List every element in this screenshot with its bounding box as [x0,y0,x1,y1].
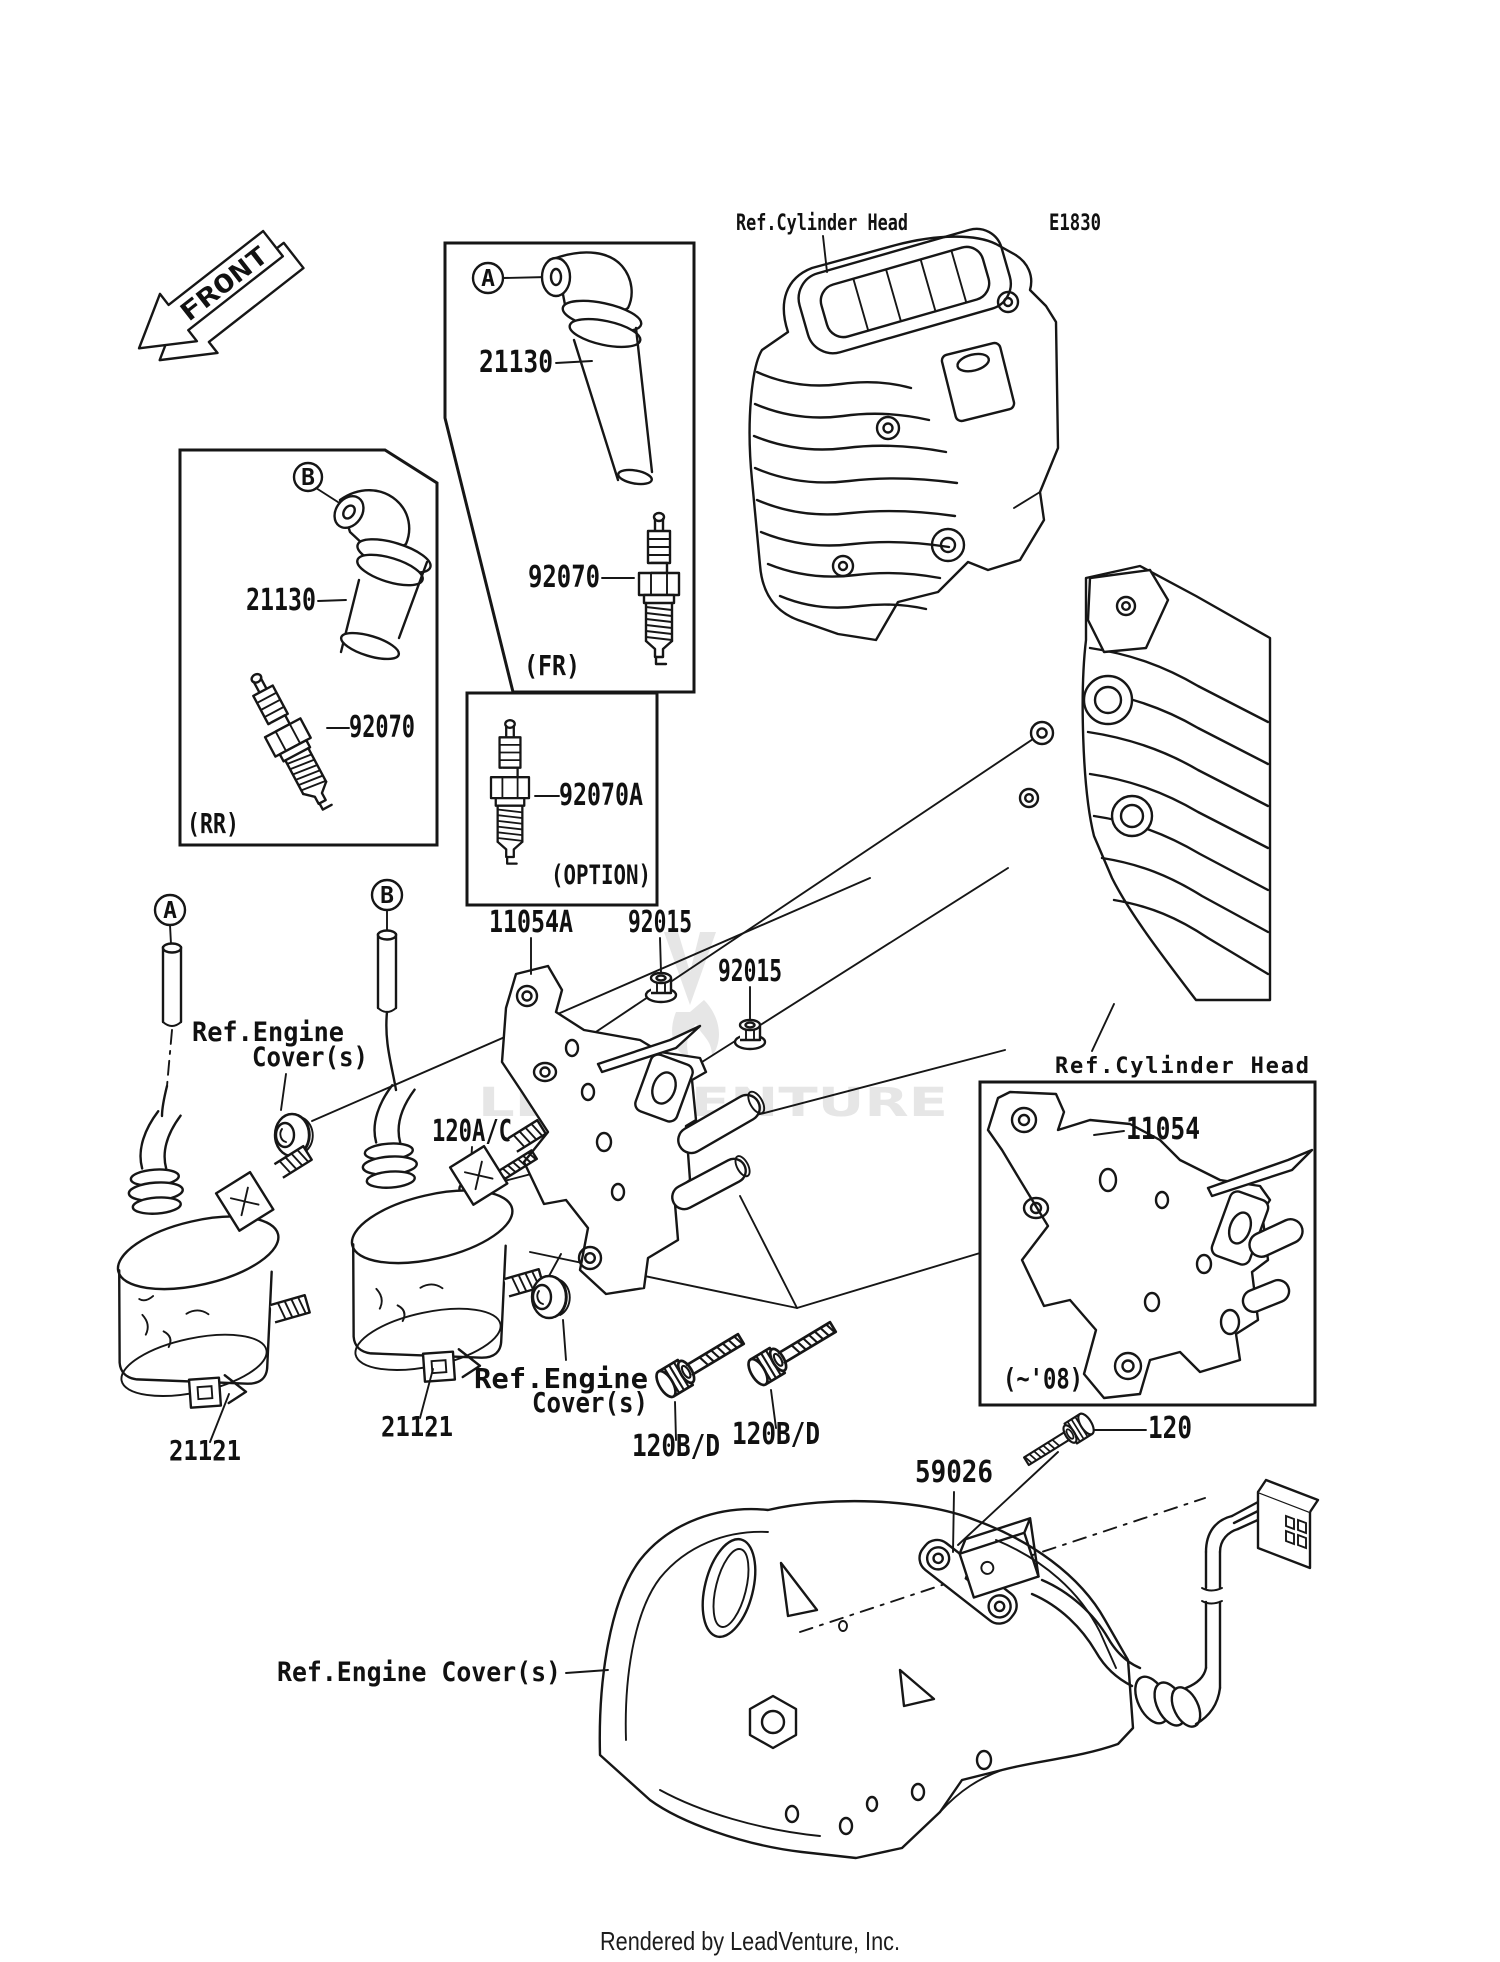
spark-plug-cap-fr-drawing [540,251,654,486]
bracket-11054-drawing [986,1090,1314,1400]
spark-plug-cap-rr-drawing [333,489,432,661]
part-label-cap-fr[interactable]: 21130 [479,345,553,380]
spark-plug-fr-drawing [637,511,681,666]
part-label-bracket[interactable]: 11054A [489,905,573,940]
ignition-coil-2-drawing [350,1084,547,1383]
part-label-bolt-120[interactable]: 120 [1148,1411,1192,1446]
front-direction-arrow: FRONT [137,229,305,362]
ref-label-engine-cover-left-1: Ref.Engine [192,1017,344,1048]
part-label-plug-fr[interactable]: 92070 [528,560,600,595]
nut-1-drawing [644,971,678,1004]
fr-view-box: A 21130 92070 (FR) [443,241,696,694]
early-model-box: 11054 (~'08) [978,1080,1317,1407]
callout-a-label: A [481,266,495,292]
ignition-coil-1-drawing [116,1110,313,1409]
ref-label-engine-cover-left-2: Cover(s) [252,1042,368,1073]
spark-plug-option-drawing [489,719,531,865]
part-label-bracket-early[interactable]: 11054 [1126,1112,1200,1147]
part-label-pickup-coil[interactable]: 59026 [915,1455,993,1490]
pickup-coil-drawing [918,1478,1320,1728]
callout-a2-label: A [163,898,177,924]
coil-bracket-drawing [500,964,766,1296]
part-label-cap-rr[interactable]: 21130 [246,583,316,618]
ref-label-cylinder-head-top: Ref.Cylinder Head [736,211,908,236]
part-label-coil-2[interactable]: 21121 [381,1410,453,1443]
grommet-mid-drawing [530,1274,571,1320]
cylinder-head-front-drawing [748,227,1060,642]
watermark-flame-icon [664,932,719,1060]
ref-label-cylinder-head-rear: Ref.Cylinder Head [1055,1054,1309,1079]
rr-view-tag: (RR) [187,807,239,840]
part-label-nut-1[interactable]: 92015 [628,905,692,940]
callout-b-label: B [301,465,315,491]
part-label-bolt-120ac[interactable]: 120A/C [432,1114,512,1149]
fr-view-tag: (FR) [524,649,580,682]
bolt-120bd-2-drawing [743,1313,842,1390]
callout-b2-label: B [380,883,394,909]
option-view-tag: (OPTION) [551,860,651,891]
leader-cylinder-head-top [822,235,828,273]
ref-label-engine-cover-mid-1: Ref.Engine [474,1362,648,1395]
option-view-box: 92070A (OPTION) [465,691,659,907]
diagram-code: E1830 [1049,211,1101,236]
ref-label-engine-cover-mid-2: Cover(s) [532,1386,648,1419]
part-label-nut-2[interactable]: 92015 [718,954,782,989]
callout-b-assembly: B [370,878,404,1092]
bracket-pointer-blade [596,1024,702,1074]
footer-credit: Rendered by LeadVenture, Inc. [600,1926,900,1956]
early-model-tag: (~'08) [1003,1362,1083,1395]
part-label-coil-1[interactable]: 21121 [169,1434,241,1467]
rr-view-box: B 21130 92070 (RR) [178,448,439,847]
grommet-left-drawing [273,1112,314,1158]
bolt-120-drawing [1019,1410,1098,1473]
callout-a-assembly: A [153,893,187,1118]
cylinder-head-rear-drawing [1018,564,1272,1002]
nut-2-drawing [733,1018,767,1051]
part-label-plug-rr[interactable]: 92070 [349,710,415,745]
spark-plug-rr-drawing [235,664,345,819]
bolt-120bd-1-drawing [651,1325,750,1402]
ref-label-engine-cover-bottom: Ref.Engine Cover(s) [277,1657,561,1688]
engine-cover-drawing [598,1499,1135,1860]
part-label-plug-option[interactable]: 92070A [559,778,643,813]
callout-circle-b [292,461,324,493]
cooling-fins [752,370,959,611]
